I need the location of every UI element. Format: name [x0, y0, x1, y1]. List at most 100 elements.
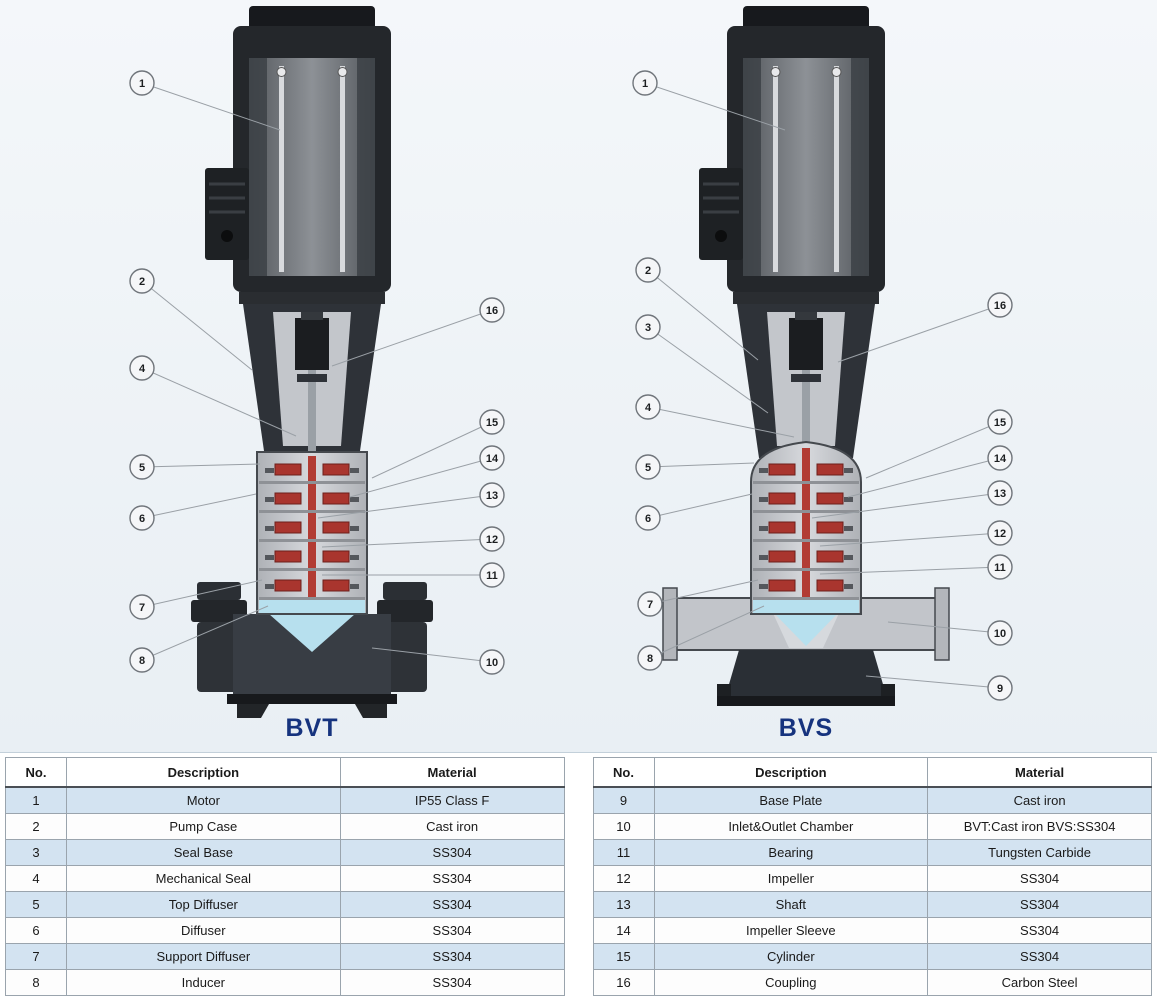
- callout-line-10: [887, 621, 1001, 634]
- callout-number: 12: [486, 534, 498, 546]
- callout-line-5: [141, 463, 261, 468]
- callout-marker-1: [129, 70, 155, 96]
- cell-no: 6: [5, 917, 67, 944]
- cell-material: Carbon Steel: [927, 969, 1152, 996]
- callout-marker-13: [479, 482, 505, 508]
- callout-line-6: [647, 493, 753, 519]
- table-header-row: No. Description Material: [5, 757, 565, 788]
- cell-description: Impeller Sleeve: [653, 917, 929, 944]
- cell-no: 3: [5, 839, 67, 866]
- cell-material: SS304: [927, 865, 1152, 892]
- callout-number: 2: [139, 276, 145, 288]
- callout-marker-5: [129, 454, 155, 480]
- callout-marker-7: [637, 591, 663, 617]
- callout-marker-1: [632, 70, 658, 96]
- cell-no: 10: [592, 813, 655, 840]
- callout-line-1: [141, 82, 281, 131]
- callout-number: 10: [486, 657, 498, 669]
- cell-no: 11: [592, 839, 655, 866]
- callout-line-3: [647, 326, 769, 414]
- callout-marker-10: [987, 620, 1013, 646]
- table-header-row: No. Description Material: [592, 757, 1152, 788]
- callout-marker-7: [129, 594, 155, 620]
- bvs-stage-stack: [750, 440, 862, 615]
- callout-line-15: [371, 421, 493, 479]
- cell-no: 9: [592, 786, 655, 814]
- callout-number: 5: [139, 462, 145, 474]
- callout-line-2: [141, 280, 253, 371]
- callout-marker-10: [479, 649, 505, 675]
- callout-marker-15: [479, 409, 505, 435]
- cell-description: Base Plate: [653, 786, 929, 814]
- cell-description: Shaft: [653, 891, 929, 918]
- cell-material: IP55 Class F: [339, 786, 565, 814]
- callout-number: 3: [645, 322, 651, 334]
- callout-number: 10: [994, 628, 1006, 640]
- cell-material: Cast iron: [339, 813, 565, 840]
- callout-number: 1: [139, 78, 145, 90]
- callout-line-14: [847, 457, 1001, 498]
- callout-line-2: [647, 269, 759, 361]
- callout-number: 4: [139, 363, 146, 375]
- callout-marker-4: [129, 355, 155, 381]
- cell-description: Impeller: [653, 865, 929, 892]
- cell-material: SS304: [927, 891, 1152, 918]
- cell-description: Pump Case: [66, 813, 341, 840]
- callout-number: 5: [645, 462, 651, 474]
- callout-line-14: [349, 457, 493, 498]
- callout-line-10: [371, 647, 493, 663]
- cell-description: Diffuser: [66, 917, 341, 944]
- callout-number: 11: [486, 570, 498, 582]
- callout-marker-6: [129, 505, 155, 531]
- cell-no: 4: [5, 865, 67, 892]
- cell-material: SS304: [339, 865, 565, 892]
- bvt-stage-stack: [256, 451, 368, 615]
- callout-marker-12: [987, 520, 1013, 546]
- pump-label-bvs: BVS: [778, 714, 834, 742]
- callout-marker-9: [987, 675, 1013, 701]
- cell-no: 8: [5, 969, 67, 996]
- cell-no: 12: [592, 865, 655, 892]
- callout-marker-5: [635, 454, 661, 480]
- callout-number: 13: [486, 490, 498, 502]
- callout-marker-15: [987, 409, 1013, 435]
- callout-line-16: [331, 309, 493, 367]
- cell-description: Motor: [66, 786, 341, 814]
- cell-material: Cast iron: [927, 786, 1152, 814]
- callout-number: 15: [994, 417, 1006, 429]
- column-header-description: Description: [66, 757, 341, 788]
- callout-layer: 1245678161514131211101234567816151413121…: [129, 70, 1013, 701]
- cell-material: SS304: [927, 917, 1152, 944]
- cell-material: SS304: [339, 943, 565, 970]
- callout-marker-13: [987, 480, 1013, 506]
- callout-marker-8: [637, 645, 663, 671]
- cell-material: SS304: [927, 943, 1152, 970]
- cell-description: Seal Base: [66, 839, 341, 866]
- callout-marker-4: [635, 394, 661, 420]
- column-header-material: Material: [927, 757, 1152, 788]
- cell-description: Coupling: [653, 969, 929, 996]
- cell-no: 13: [592, 891, 655, 918]
- cell-description: Mechanical Seal: [66, 865, 341, 892]
- cell-material: SS304: [339, 839, 565, 866]
- callout-number: 8: [647, 653, 653, 665]
- callout-number: 14: [486, 453, 499, 465]
- callout-number: 12: [994, 528, 1006, 540]
- callout-line-12: [321, 538, 493, 548]
- cell-no: 14: [592, 917, 655, 944]
- column-header-description: Description: [653, 757, 929, 788]
- callout-line-9: [865, 675, 1001, 689]
- pump-label-bvt: BVT: [285, 714, 339, 742]
- callout-marker-16: [479, 297, 505, 323]
- callout-number: 16: [486, 305, 498, 317]
- bvt-motor: [203, 4, 393, 460]
